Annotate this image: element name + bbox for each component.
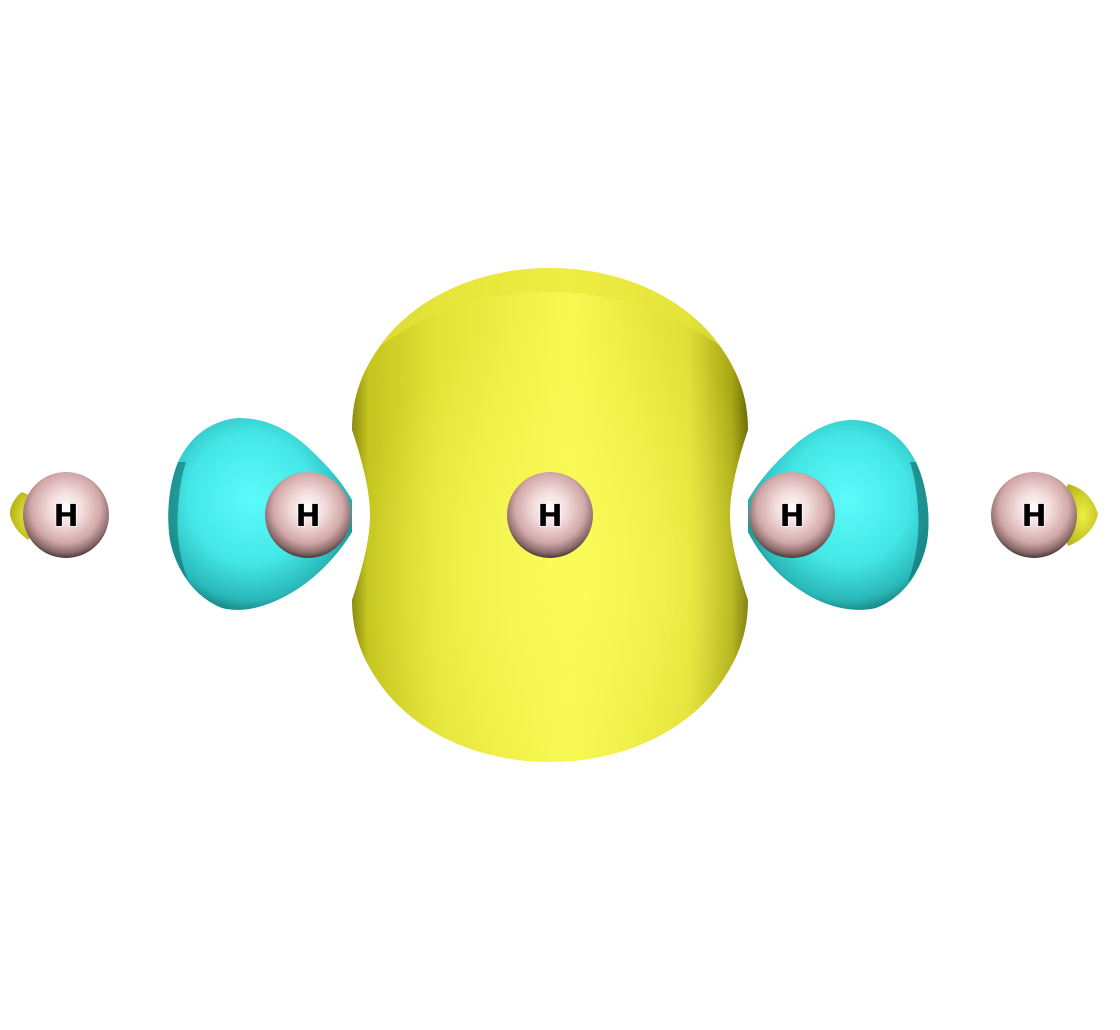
hydrogen-atom-2: H <box>265 472 351 558</box>
hydrogen-atom-1: H <box>23 472 109 558</box>
atoms: H H H H H <box>23 472 1077 558</box>
atom-label: H <box>779 499 804 534</box>
hydrogen-atom-3: H <box>507 472 593 558</box>
hydrogen-atom-4: H <box>749 472 835 558</box>
atom-label: H <box>1021 499 1046 534</box>
hydrogen-atom-5: H <box>991 472 1077 558</box>
atom-label: H <box>53 499 78 534</box>
atom-label: H <box>537 499 562 534</box>
negative-lobe-right <box>748 420 929 610</box>
negative-lobe-left <box>168 418 352 610</box>
atom-label: H <box>295 499 320 534</box>
